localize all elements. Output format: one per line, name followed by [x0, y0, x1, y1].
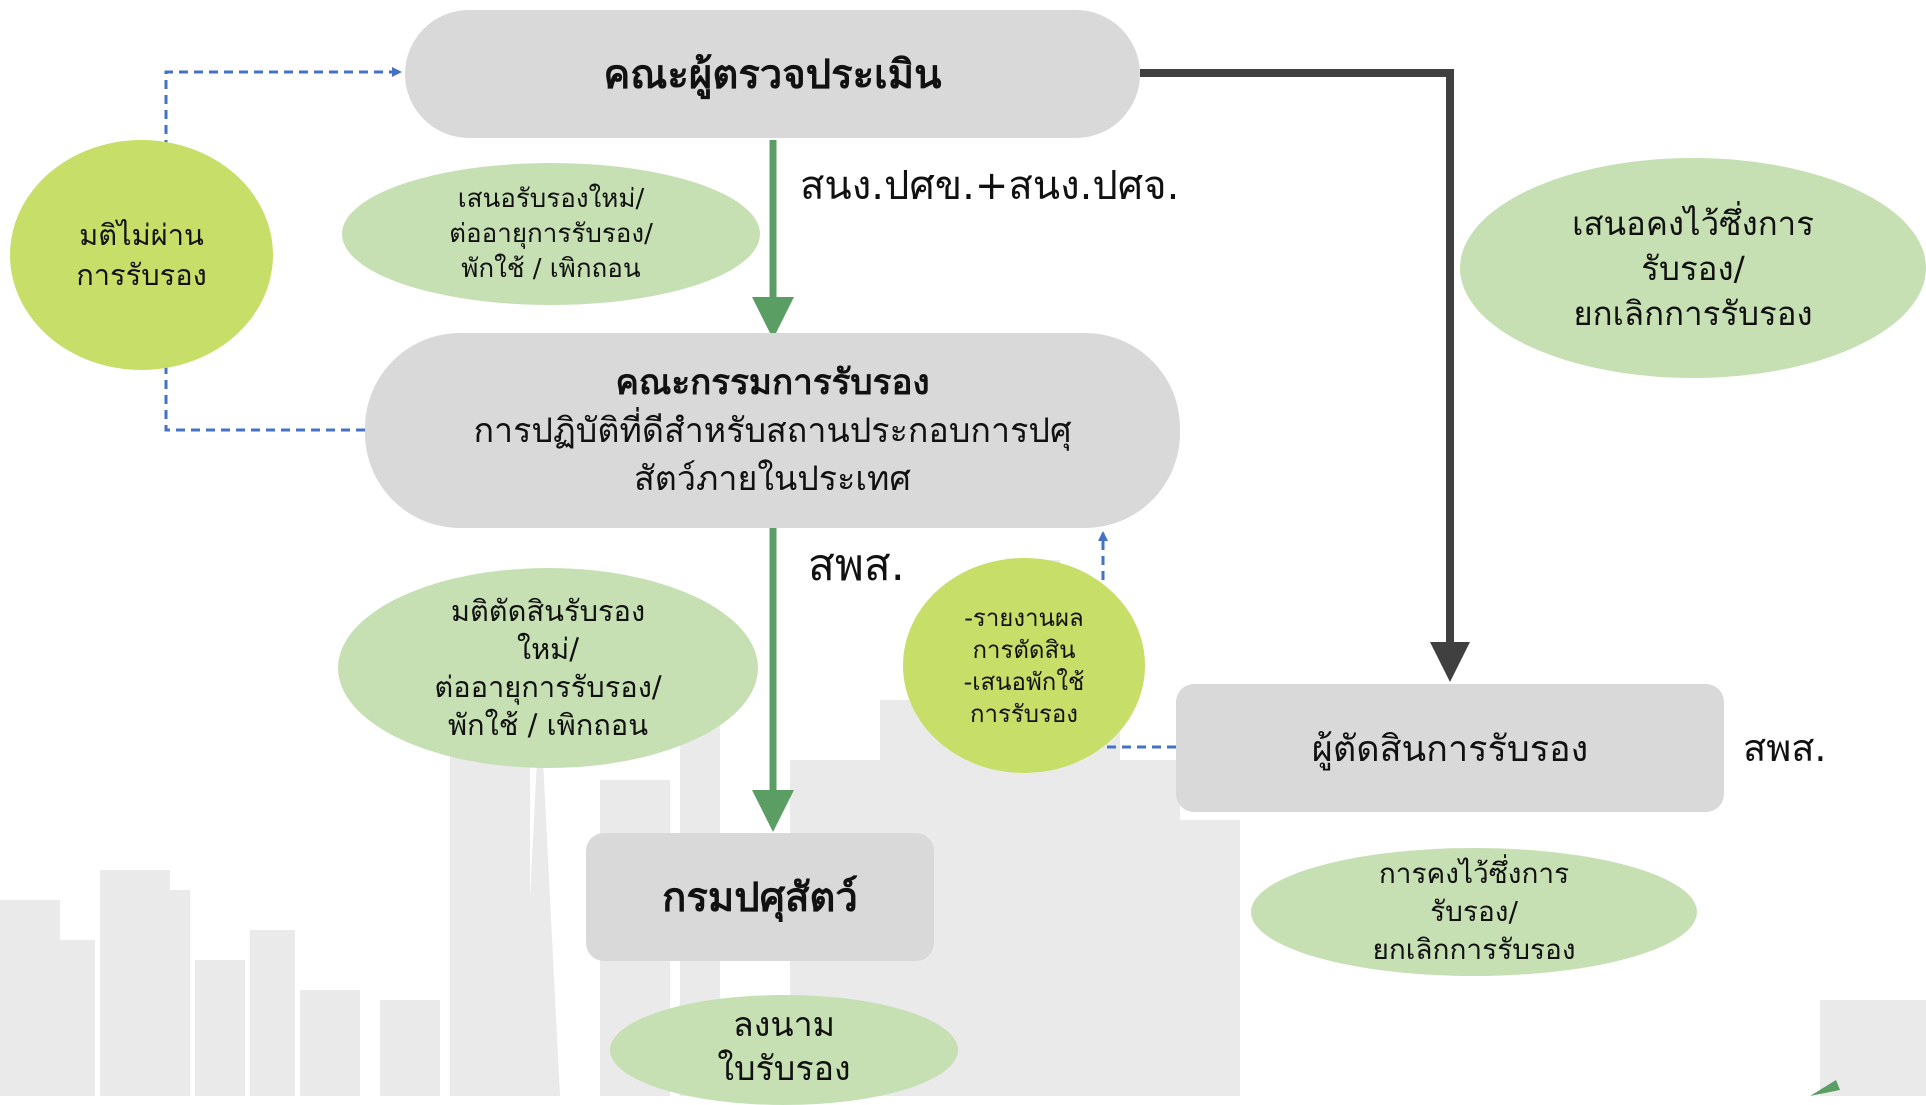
department-box: กรมปศุสัตว์: [586, 833, 934, 961]
bubble-text: พักใช้ / เพิกถอน: [461, 253, 641, 284]
bubble-keep-cancel: การคงไว้ซึ่งการ รับรอง/ ยกเลิกการรับรอง: [1251, 848, 1697, 976]
bubble-text: ยกเลิกการรับรอง: [1573, 293, 1813, 333]
bubble-text: เสนอคงไว้ซึ่งการ: [1572, 203, 1814, 243]
bubble-text: ยกเลิกการรับรอง: [1372, 933, 1576, 966]
label-offices-top: สนง.ปศข.+สนง.ปศจ.: [800, 163, 1180, 209]
assessors-title: คณะผู้ตรวจประเมิน: [603, 52, 942, 98]
bubble-text: รับรอง/: [1641, 248, 1745, 288]
bubble-text: การคงไว้ซึ่งการ: [1378, 857, 1570, 890]
bubble-text: มติตัดสินรับรอง: [450, 594, 646, 628]
bubble-text: การรับรอง: [76, 258, 207, 292]
decider-box: ผู้ตัดสินการรับรอง: [1176, 684, 1724, 812]
committee-title: คณะกรรมการรับรอง: [615, 362, 930, 403]
decider-title: ผู้ตัดสินการรับรอง: [1311, 728, 1589, 770]
bubble-text: ใหม่/: [516, 632, 580, 666]
bubble-text: -รายงานผล: [964, 603, 1084, 632]
bubble-text: ต่ออายุการรับรอง/: [434, 670, 662, 704]
bubble-text: การตัดสิน: [972, 635, 1076, 664]
bubble-text: พักใช้ / เพิกถอน: [447, 708, 649, 742]
department-title: กรมปศุสัตว์: [662, 875, 858, 921]
bubble-resolution-decide: มติตัดสินรับรอง ใหม่/ ต่ออายุการรับรอง/ …: [338, 568, 758, 768]
bubble-text: การรับรอง: [969, 699, 1079, 728]
bubble-text: มติไม่ผ่าน: [79, 218, 204, 252]
label-sps-right: สพส.: [1743, 726, 1827, 770]
bubble-text: เสนอรับรองใหม่/: [457, 183, 645, 214]
bubble-text: ใบรับรอง: [717, 1049, 851, 1089]
assessors-box: คณะผู้ตรวจประเมิน: [405, 10, 1140, 138]
bubble-propose-keep: เสนอคงไว้ซึ่งการ รับรอง/ ยกเลิกการรับรอง: [1460, 158, 1926, 378]
bubble-sign: ลงนาม ใบรับรอง: [610, 995, 958, 1105]
committee-subtitle-line1: การปฏิบัติที่ดีสำหรับสถานประกอบการปศุ: [473, 410, 1072, 451]
bubble-propose-new: เสนอรับรองใหม่/ ต่ออายุการรับรอง/ พักใช้…: [342, 163, 760, 305]
bubble-text: -เสนอพักใช้: [963, 667, 1085, 696]
bubble-text: ต่ออายุการรับรอง/: [449, 218, 653, 249]
bubble-text: ลงนาม: [732, 1005, 836, 1045]
bubble-text: รับรอง/: [1430, 895, 1518, 928]
committee-box: คณะกรรมการรับรอง การปฏิบัติที่ดีสำหรับสถ…: [365, 333, 1180, 528]
arrow-assessors-to-decider: [1140, 69, 1470, 682]
committee-subtitle-line2: สัตว์ภายในประเทศ: [634, 458, 911, 499]
bubble-report: -รายงานผล การตัดสิน -เสนอพักใช้ การรับรอ…: [903, 558, 1145, 773]
label-sps-middle: สพส.: [808, 540, 905, 591]
bubble-resolution-fail: มติไม่ผ่าน การรับรอง: [10, 140, 273, 370]
